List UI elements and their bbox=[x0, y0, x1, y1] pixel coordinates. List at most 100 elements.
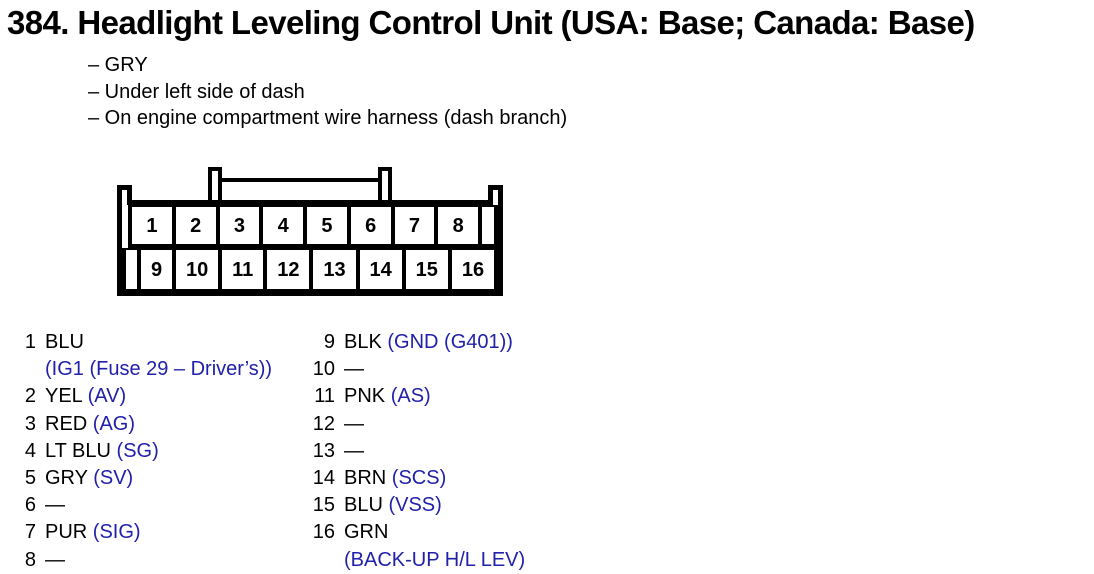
pin-row-12: 12 — bbox=[304, 411, 525, 438]
wire-color-label: — bbox=[344, 358, 364, 381]
signal-label: (BACK-UP H/L LEV) bbox=[344, 548, 526, 571]
pin-number: 2 bbox=[24, 385, 36, 408]
pin-list-right-column: 9 BLK (GND (G401)) 10 — 11 PNK (AS) 12 — 13 — 14 BR… bbox=[304, 329, 525, 574]
pin-number: 3 bbox=[24, 412, 36, 435]
connector-corner-tab-right bbox=[488, 185, 503, 205]
connector-pin-cell-3: 3 bbox=[215, 205, 264, 248]
pin-number: 4 bbox=[24, 439, 36, 462]
pin-description: RED (AG) bbox=[45, 411, 135, 438]
pin-description: BRN (SCS) bbox=[344, 465, 446, 492]
pin-row-8: 8— bbox=[10, 547, 272, 574]
connector-pin-cell-7: 7 bbox=[390, 205, 439, 248]
connector-pin-cell-10: 10 bbox=[172, 248, 223, 291]
pin-row-1: 1 BLU(IG1 (Fuse 29 – Driver’s)) bbox=[10, 329, 272, 383]
pin-row-10: 10 — bbox=[304, 356, 525, 383]
wire-color-label: BLU bbox=[344, 494, 383, 517]
pin-description: BLU (VSS) bbox=[344, 492, 442, 519]
pin-row-2: 2 YEL (AV) bbox=[10, 383, 272, 410]
wire-color-label: YEL bbox=[45, 385, 83, 408]
pin-number: 16 bbox=[312, 521, 335, 544]
signal-label: (GND (G401)) bbox=[387, 331, 513, 353]
page-title: 384. Headlight Leveling Control Unit (US… bbox=[7, 4, 975, 41]
pin-row-16: 16 GRN (BACK-UP H/L LEV) bbox=[304, 519, 525, 573]
pin-description: BLK (GND (G401)) bbox=[344, 329, 513, 356]
pin-number: 6 bbox=[24, 494, 36, 517]
connector-pin-cell-4: 4 bbox=[259, 205, 307, 248]
pin-row-7: 7 PUR (SIG) bbox=[10, 519, 272, 546]
pin-row-11: 11 PNK (AS) bbox=[304, 383, 525, 410]
connector-pin-cell-5: 5 bbox=[303, 205, 351, 248]
pin-row-13: 13 — bbox=[304, 438, 525, 465]
pin-row-15: 15 BLU (VSS) bbox=[304, 492, 525, 519]
pin-row-9: 9 BLK (GND (G401)) bbox=[304, 329, 525, 356]
pin-description: — bbox=[344, 438, 364, 465]
connector-lock-post-left bbox=[208, 167, 222, 200]
signal-label: (SV) bbox=[93, 467, 134, 490]
signal-label: (SIG) bbox=[92, 521, 141, 544]
wire-color-label: BLK bbox=[344, 331, 382, 353]
pin-description: GRY (SV) bbox=[45, 465, 133, 492]
wire-color-label: BRN bbox=[344, 467, 387, 490]
pin-description: — bbox=[344, 411, 364, 438]
pin-number: 5 bbox=[24, 467, 36, 490]
note-line: – Under left side of dash bbox=[88, 80, 305, 103]
pin-number: 11 bbox=[314, 385, 335, 408]
pin-description: BLU(IG1 (Fuse 29 – Driver’s)) bbox=[45, 329, 272, 383]
connector-pin-cell-1: 1 bbox=[128, 205, 176, 248]
connector-pin-cell-11: 11 bbox=[218, 248, 268, 291]
connector-corner-tab-left bbox=[117, 185, 132, 205]
connector-pin-cell-8: 8 bbox=[434, 205, 482, 248]
connector-pin-cell-14: 14 bbox=[355, 248, 406, 291]
pin-description: YEL (AV) bbox=[45, 383, 126, 410]
note-line: – GRY bbox=[88, 54, 148, 76]
wire-color-label: — bbox=[344, 439, 364, 462]
wire-color-label: GRN bbox=[344, 521, 389, 544]
pin-row-4: 4 LT BLU (SG) bbox=[10, 438, 272, 465]
connector-pin-cell-6: 6 bbox=[346, 205, 395, 248]
notes-list: – GRY – Under left side of dash – On engin… bbox=[88, 52, 567, 132]
pin-description: PNK (AS) bbox=[344, 383, 431, 410]
wire-color-label: GRY bbox=[45, 467, 88, 490]
signal-label: (SG) bbox=[116, 439, 159, 462]
wire-color-label: RED bbox=[45, 412, 88, 435]
pin-number: 10 bbox=[312, 358, 335, 381]
connector-blank-cell bbox=[478, 205, 498, 248]
pin-row-14: 14 BRN (SCS) bbox=[304, 465, 525, 492]
pin-number: 8 bbox=[24, 548, 36, 571]
pin-description: — bbox=[45, 492, 65, 519]
pin-number: 12 bbox=[312, 412, 335, 435]
pin-number: 9 bbox=[323, 331, 335, 353]
pin-description: — bbox=[45, 547, 65, 574]
connector-pin-cell-12: 12 bbox=[263, 248, 314, 291]
wire-color-label: LT BLU bbox=[45, 439, 111, 462]
connector-lock-post-right bbox=[378, 167, 392, 200]
pin-description: — bbox=[344, 356, 364, 383]
pin-description: LT BLU (SG) bbox=[45, 438, 159, 465]
connector-pin-cell-2: 2 bbox=[171, 205, 220, 248]
note-line: – On engine compartment wire harness (da… bbox=[88, 107, 568, 129]
pin-row-3: 3 RED (AG) bbox=[10, 411, 272, 438]
pin-number: 7 bbox=[24, 521, 36, 544]
connector-pin-cell-16: 16 bbox=[447, 248, 499, 291]
signal-label: (AS) bbox=[390, 385, 431, 408]
pin-number: 13 bbox=[312, 439, 335, 462]
signal-label: (SCS) bbox=[391, 467, 447, 490]
wire-color-label: BLU bbox=[45, 331, 84, 353]
wire-color-label: PNK bbox=[344, 385, 386, 408]
connector-lock-bridge bbox=[219, 178, 381, 182]
wire-color-label: PUR bbox=[45, 521, 88, 544]
signal-label: (AV) bbox=[87, 385, 127, 408]
signal-label: (VSS) bbox=[388, 494, 442, 517]
pin-number: 1 bbox=[24, 331, 36, 353]
signal-label: (AG) bbox=[92, 412, 136, 435]
wire-color-label: — bbox=[45, 494, 65, 517]
wire-color-label: — bbox=[45, 548, 65, 571]
pin-number: 14 bbox=[312, 467, 335, 490]
pin-number: 15 bbox=[312, 494, 335, 517]
pin-row-5: 5 GRY (SV) bbox=[10, 465, 272, 492]
